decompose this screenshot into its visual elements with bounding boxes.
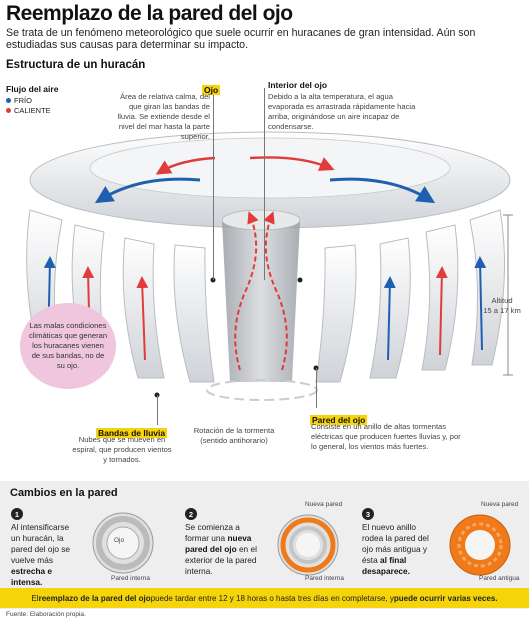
step-3-text: El nuevo anillo rodea la pared del ojo m… xyxy=(362,522,429,576)
step-2-new-label: Nueva pared xyxy=(305,501,343,508)
bandas-leader-line xyxy=(157,395,158,425)
page-title: Reemplazo de la pared del ojo xyxy=(6,2,293,25)
bands-note-bubble: Las malas condiciones climáticas que gen… xyxy=(20,303,116,389)
ojo-description: Área de relativa calma, del que giran la… xyxy=(117,92,210,141)
legend-label-cold: FRÍO xyxy=(14,96,32,105)
altitude-label: Altitud 15 a 17 km xyxy=(483,296,521,315)
bands-note-text: Las malas condiciones climáticas que gen… xyxy=(28,321,108,370)
step-3-number: 3 xyxy=(362,508,374,520)
step-3-old-label: Pared antigua xyxy=(479,575,520,582)
cold-air-arrow xyxy=(474,256,487,351)
step-1-eye-label: Ojo xyxy=(114,537,125,544)
step-1-text: Al intensificarse un huracán, la pared d… xyxy=(11,522,71,587)
step-3-diagram xyxy=(449,514,511,576)
page-subtitle: Se trata de un fenómeno meteorológico qu… xyxy=(6,27,476,51)
legend-item-hot: CALIENTE xyxy=(6,106,51,115)
ojo-leader-line xyxy=(213,88,214,280)
section-title: Estructura de un huracán xyxy=(6,59,146,71)
bandas-description: Nubes que se mueven en espiral, que prod… xyxy=(72,435,172,464)
hot-air-arrow xyxy=(155,156,216,175)
rotation-description: Rotación de la tormenta (sentido antihor… xyxy=(193,426,275,445)
ojo-label: Ojo xyxy=(202,85,221,95)
hot-air-arrow xyxy=(249,156,335,171)
rain-band-right-outer xyxy=(469,209,505,366)
hot-dot-icon xyxy=(6,108,11,113)
source-note: Fuente: Elaboración propia. xyxy=(6,611,86,618)
interior-description: Debido a la alta temperatura, el agua ev… xyxy=(268,92,416,131)
eyewall-right xyxy=(315,244,357,383)
step-2-number: 2 xyxy=(185,508,197,520)
hot-air-arrow xyxy=(136,276,149,361)
pared-description: Consiste en un anillo de altas tormentas… xyxy=(311,422,461,451)
pared-label: Pared del ojo xyxy=(310,415,368,425)
bottom-note: El reemplazo de la pared del ojo puede t… xyxy=(0,588,529,608)
eyewall-left xyxy=(173,244,215,383)
hot-air-arrow xyxy=(435,266,448,356)
hot-air-arrow xyxy=(234,211,259,371)
interior-leader-line xyxy=(264,88,265,280)
pared-leader-line xyxy=(316,368,317,408)
interior-label: Interior del ojo xyxy=(268,80,328,90)
step-2-diagram xyxy=(277,514,339,576)
bandas-label: Bandas de lluvia xyxy=(96,428,168,438)
eye-column xyxy=(222,220,300,382)
rotation-ring xyxy=(206,379,318,401)
step-1-diagram xyxy=(92,512,154,574)
step-3-new-label: Nueva pared xyxy=(481,501,519,508)
cold-dot-icon xyxy=(6,98,11,103)
step-2-text: Se comienza a formar una nueva pared del… xyxy=(185,522,257,576)
legend-title: Flujo del aire xyxy=(6,84,59,94)
changes-title: Cambios en la pared xyxy=(10,487,118,499)
changes-panel xyxy=(0,481,529,609)
step-1-inner-label: Pared interna xyxy=(111,575,151,582)
step-1-number: 1 xyxy=(11,508,23,520)
cold-air-arrow xyxy=(94,177,201,204)
rain-band-right-mid xyxy=(421,224,459,371)
legend-label-hot: CALIENTE xyxy=(14,106,51,115)
legend-item-cold: FRÍO xyxy=(6,96,32,105)
hot-air-arrow xyxy=(263,211,288,371)
cold-air-arrow xyxy=(383,276,396,361)
cold-air-arrow xyxy=(329,177,436,204)
step-2-inner-label: Pared interna xyxy=(305,575,345,582)
